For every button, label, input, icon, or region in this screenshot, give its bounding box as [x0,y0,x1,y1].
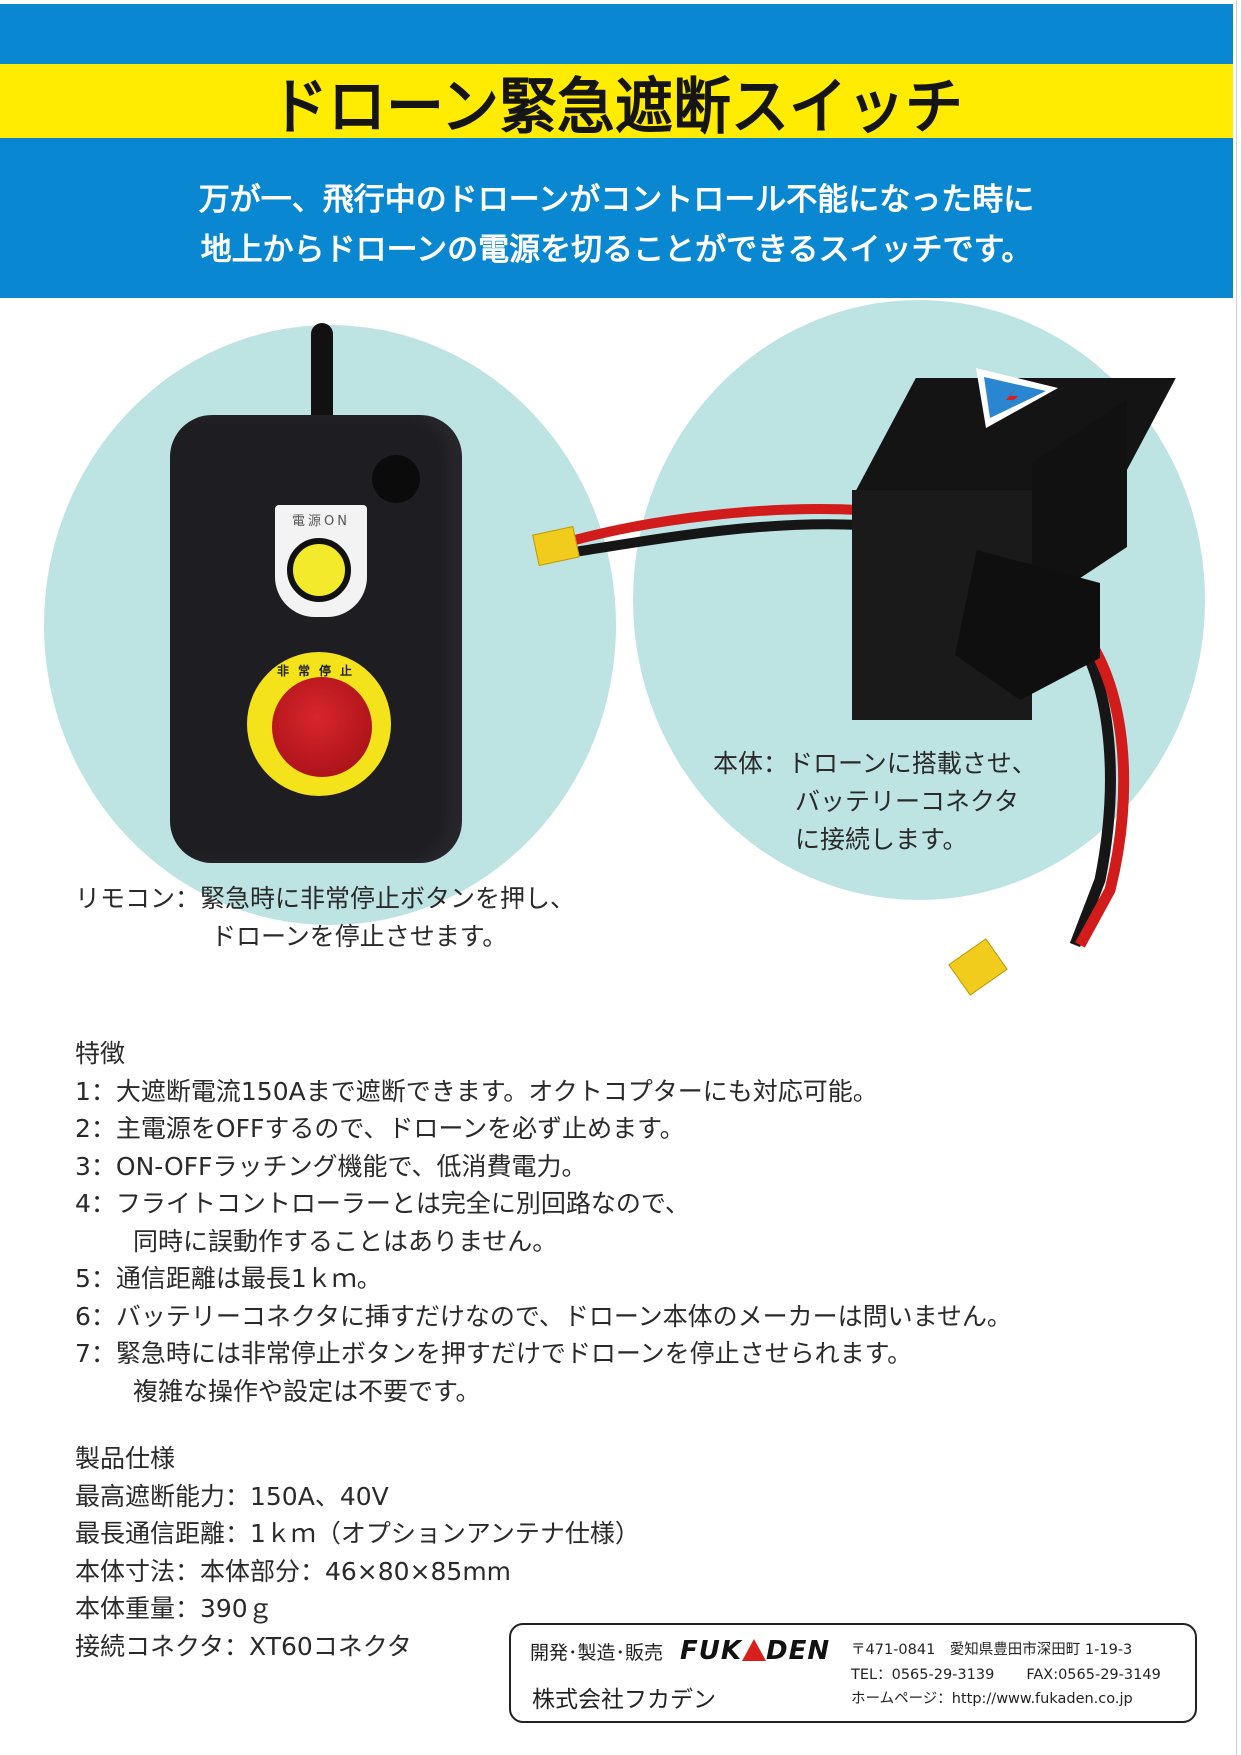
remote-caption-line: ドローンを停止させます。 [211,922,508,951]
remote-caption: リモコン：緊急時に非常停止ボタンを押し、 ドローンを停止させます。 [75,880,575,956]
emergency-stop-button-icon [272,677,372,777]
spec-item: 最長通信距離：1ｋｍ（オプションアンテナ仕様） [75,1519,640,1548]
spec-item: 本体寸法：本体部分：46×80×85mm [75,1556,512,1586]
feature-item: 1：大遮断電流150Aまで遮断できます。オクトコプターにも対応可能。 [75,1076,878,1106]
title-band: ドローン緊急遮断スイッチ [0,64,1233,142]
header-band [0,4,1233,298]
spec-item: 本体重量：390ｇ [75,1594,273,1623]
features-section: 特徴 1：大遮断電流150Aまで遮断できます。オクトコプターにも対応可能。 2：… [75,1035,1012,1410]
feature-item: 2：主電源をOFFするので、ドローンを必ず止めます。 [75,1114,685,1143]
company-fax: FAX:0565-29-3149 [1026,1666,1161,1683]
subtitle-line: 万が一、飛行中のドローンがコントロール不能になった時に [198,182,1035,218]
remote-indicator-icon [372,455,420,503]
device-caption-label: 本体： [713,749,789,778]
specs-heading: 製品仕様 [75,1444,176,1473]
company-role: 開発･製造･販売 [530,1642,664,1664]
remote-caption-line: 緊急時に非常停止ボタンを押し、 [200,884,576,913]
features-heading: 特徴 [75,1039,126,1068]
lightning-triangle-logo-icon [976,368,1058,428]
company-contact: 〒471-0841 愛知県豊田市深田町 1-19-3 TEL：0565-29-3… [851,1638,1161,1712]
remote-caption-label: リモコン： [75,884,201,913]
antenna-icon [311,323,333,423]
company-name: 株式会社フカデン [532,1687,716,1713]
spec-item: 接続コネクタ：XT60コネクタ [75,1631,412,1661]
power-button-label: 電源ON [292,514,350,529]
feature-item-continuation: 複雑な操作や設定は不要です。 [133,1376,481,1406]
specs-section: 製品仕様 最高遮断能力：150A、40V 最長通信距離：1ｋｍ（オプションアンテ… [75,1440,640,1665]
page-edge [1236,0,1237,1755]
page-title: ドローン緊急遮断スイッチ [269,70,964,142]
company-address: 〒471-0841 愛知県豊田市深田町 1-19-3 [851,1642,1133,1658]
feature-item: 6：バッテリーコネクタに挿すだけなので、ドローン本体のメーカーは問いません。 [75,1301,1012,1331]
device-caption-line: に接続します。 [795,825,968,854]
company-homepage[interactable]: ホームページ：http://www.fukaden.co.jp [851,1691,1133,1707]
power-button-icon [287,538,351,602]
device-caption-line: バッテリーコネクタ [795,787,1020,816]
spec-item: 最高遮断能力：150A、40V [75,1481,389,1511]
company-logo: FUK DEN [680,1636,830,1666]
device-caption: 本体：ドローンに搭載させ、 バッテリーコネクタ に接続します。 [713,745,1037,859]
device-caption-line: ドローンに搭載させ、 [788,749,1037,778]
logo-triangle-icon [742,1639,767,1661]
feature-item: 3：ON-OFFラッチング機能で、低消費電力。 [75,1151,587,1181]
feature-item-continuation: 同時に誤動作することはありません。 [133,1226,558,1256]
logo-text-right: DEN [766,1636,831,1666]
logo-text-left: FUK [680,1636,743,1666]
subtitle: 万が一、飛行中のドローンがコントロール不能になった時に 地上からドローンの電源を… [0,175,1233,275]
feature-item: 7：緊急時には非常停止ボタンを押すだけでドローンを停止させられます。 [75,1339,913,1368]
feature-item: 4：フライトコントローラーとは完全に別回路なので、 [75,1189,690,1218]
estop-label: 非常停止 [276,664,361,678]
feature-item: 5：通信距離は最長1ｋｍ。 [75,1264,382,1293]
subtitle-line: 地上からドローンの電源を切ることができるスイッチです。 [200,232,1033,268]
company-info-box [509,1623,1197,1723]
company-tel: TEL：0565-29-3139 [851,1666,995,1683]
